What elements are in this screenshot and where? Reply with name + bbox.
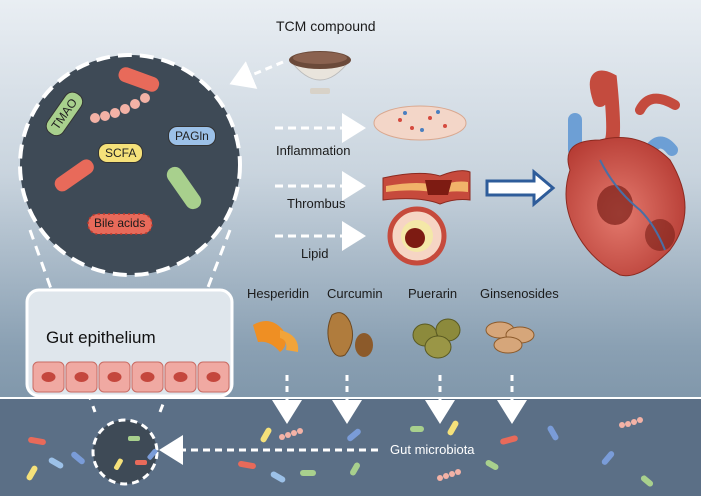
gut-microbiota-label: Gut microbiota (390, 442, 475, 457)
gut-bacteria (26, 417, 654, 487)
effect-thrombus: Thrombus (287, 196, 346, 211)
heart-icon (565, 70, 686, 277)
effect-inflammation: Inflammation (276, 143, 351, 158)
microbiota-zoom-circle (18, 53, 242, 277)
hesperidin-peel-icon (253, 321, 299, 352)
epithelium-cells (32, 361, 230, 393)
metabolite-scfa: SCFA (98, 143, 144, 163)
tcm-bowl-icon (288, 51, 352, 94)
compound-curcumin: Curcumin (327, 286, 383, 301)
compound-puerarin: Puerarin (408, 286, 458, 301)
ginsenosides-slices-icon (485, 321, 535, 354)
metabolite-pagln: PAGln (168, 126, 216, 146)
compound-ginsenosides: Ginsenosides (480, 286, 559, 301)
metabolite-bile-acids: Bile acids (94, 216, 146, 230)
effect-lipid: Lipid (301, 246, 329, 261)
to-heart-arrow (485, 168, 556, 208)
compound-hesperidin: Hesperidin (247, 286, 310, 301)
puerarin-root-icon (412, 318, 461, 359)
microbiota-small-circle (91, 418, 159, 486)
source-label: TCM compound (276, 18, 376, 34)
inflammation-tissue-icon (373, 105, 467, 141)
gut-epithelium-label: Gut epithelium (46, 328, 156, 347)
curcumin-root-icon (327, 312, 373, 357)
